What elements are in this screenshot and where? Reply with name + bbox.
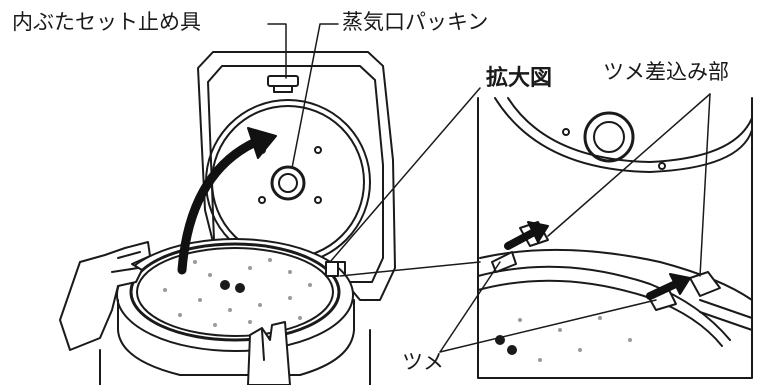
leader-lines	[267, 23, 711, 353]
enlarged-view-panel	[477, 97, 753, 379]
enlarged-view-title: 拡大図	[486, 66, 553, 91]
claw-label: ツメ	[402, 350, 444, 374]
enlarged-steam-vent-ring	[583, 111, 635, 163]
zoom-callout-lines	[329, 87, 481, 277]
steam-vent-packing-ring	[270, 165, 306, 201]
cooker-body	[99, 238, 371, 385]
left-hand	[59, 241, 151, 351]
detached-inner-lid	[163, 258, 339, 327]
right-hand	[247, 321, 291, 385]
steam-vent-packing-label: 蒸気口パッキン	[342, 10, 489, 34]
install-direction-arrow	[177, 127, 277, 275]
inner-lid-fastener-label: 内ぶたセット止め具	[12, 10, 201, 34]
claw-slot-label: ツメ差込み部	[603, 60, 729, 84]
